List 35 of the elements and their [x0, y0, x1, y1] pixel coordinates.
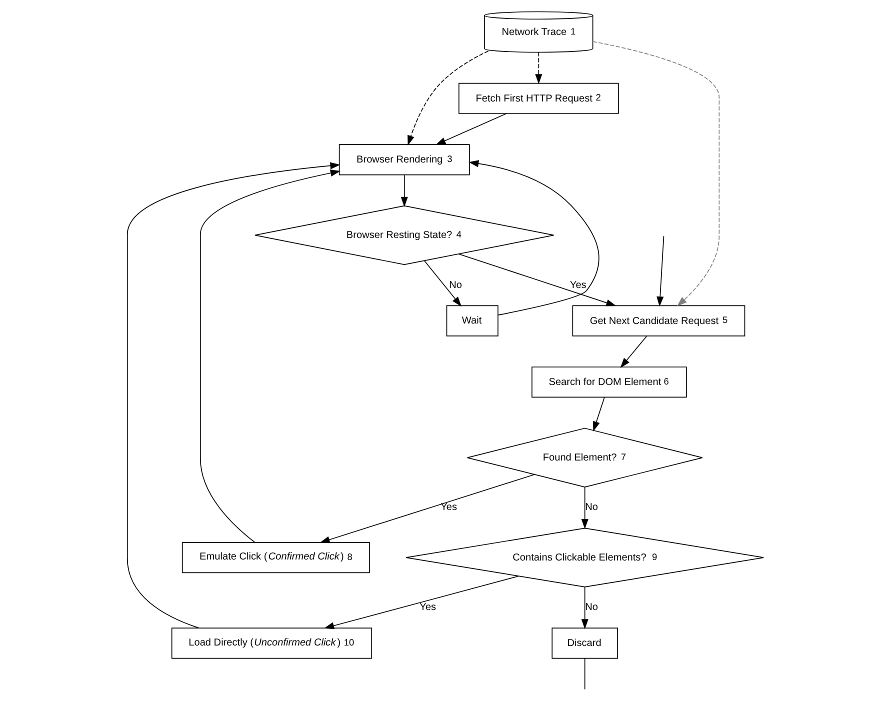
arrow	[424, 260, 462, 307]
node-box: Wait	[446, 305, 498, 336]
node-box: Browser Rendering 3	[338, 144, 470, 176]
arrow	[408, 50, 489, 146]
node-diamond: Found Element? 7	[466, 428, 703, 488]
arrow	[593, 397, 605, 432]
edge-label: No	[585, 602, 598, 614]
arrow	[581, 486, 588, 530]
edge-label: No	[449, 280, 462, 291]
arrow	[436, 113, 507, 145]
node-diamond: Browser Resting State? 4	[254, 205, 554, 266]
node-diamond: Contains Clickable Elements? 9	[406, 528, 764, 588]
node-box: Emulate Click (Confirmed Click) 8	[182, 542, 370, 574]
arrow	[324, 576, 520, 630]
arrow	[620, 336, 648, 368]
arrow	[592, 41, 720, 306]
connector	[584, 658, 586, 690]
arrow	[535, 52, 542, 84]
edge-label: Yes	[420, 602, 436, 614]
node-box: Load Directly (Unconfirmed Click) 10	[171, 628, 372, 659]
arrow	[320, 474, 535, 544]
arrow	[126, 162, 340, 628]
arrow	[458, 254, 616, 306]
edge-label: No	[585, 502, 598, 514]
node-box: Discard	[552, 628, 618, 659]
edge-label: Yes	[570, 280, 586, 291]
arrow	[581, 586, 588, 630]
node-box: Get Next Candidate Request 5	[572, 305, 746, 336]
edge-label: Yes	[440, 502, 458, 514]
arrow	[400, 174, 408, 208]
node-box: Search for DOM Element 6	[532, 366, 687, 398]
node-box: Fetch First HTTP Request 2	[458, 82, 619, 114]
arrow	[656, 236, 664, 307]
arrow	[200, 170, 341, 543]
arrow	[468, 160, 600, 316]
